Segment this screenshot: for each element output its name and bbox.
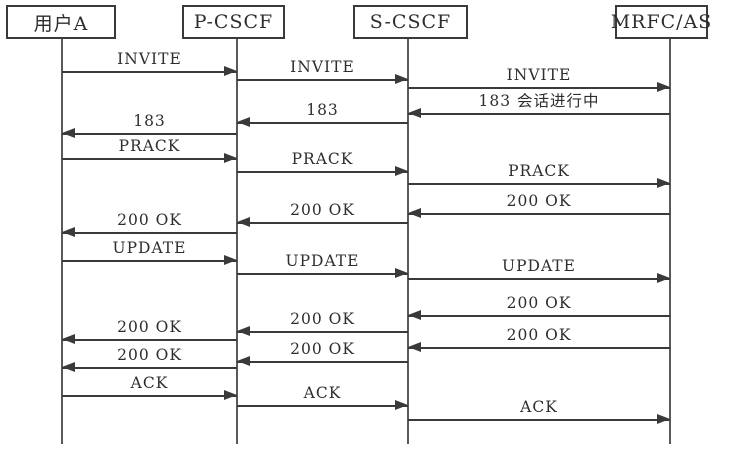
- arrowhead-right-icon: [395, 166, 408, 176]
- message-label: 200 OK: [506, 294, 572, 312]
- arrowhead-right-icon: [657, 82, 670, 92]
- message-line: [62, 260, 237, 262]
- arrowhead-left-icon: [62, 362, 75, 372]
- message-label: INVITE: [290, 58, 355, 76]
- message-label: 183 会话进行中: [478, 92, 600, 110]
- actor-box-mrfc: MRFC/AS: [611, 5, 711, 39]
- arrowhead-right-icon: [395, 268, 408, 278]
- message-label: PRACK: [118, 137, 181, 155]
- arrowhead-right-icon: [657, 178, 670, 188]
- message-label: 200 OK: [117, 318, 182, 336]
- message-line: [408, 315, 670, 317]
- message-label: INVITE: [506, 66, 572, 84]
- arrowhead-right-icon: [224, 153, 237, 163]
- arrowhead-left-icon: [408, 310, 421, 320]
- message-label: PRACK: [291, 150, 354, 168]
- message-label: UPDATE: [285, 252, 360, 270]
- message-line: [237, 79, 408, 81]
- message-label: 200 OK: [506, 326, 572, 344]
- arrowhead-left-icon: [237, 356, 250, 366]
- message-label: ACK: [130, 374, 169, 392]
- arrowhead-left-icon: [408, 342, 421, 352]
- arrowhead-right-icon: [657, 273, 670, 283]
- message-line: [408, 278, 670, 280]
- actor-label-mrfc: MRFC/AS: [610, 11, 713, 33]
- message-line: [237, 361, 408, 363]
- lifeline-mrfc: [669, 39, 671, 444]
- arrowhead-left-icon: [62, 128, 75, 138]
- arrowhead-right-icon: [395, 74, 408, 84]
- actor-box-userA: 用户A: [6, 5, 116, 39]
- message-label: 200 OK: [506, 192, 572, 210]
- message-label: ACK: [520, 398, 558, 416]
- arrowhead-right-icon: [395, 400, 408, 410]
- message-label: 183: [133, 112, 166, 130]
- message-line: [62, 339, 237, 341]
- actor-box-pcscf: P-CSCF: [182, 5, 285, 39]
- message-label: UPDATE: [112, 239, 187, 257]
- message-line: [62, 232, 237, 234]
- arrowhead-left-icon: [408, 208, 421, 218]
- message-label: PRACK: [508, 162, 570, 180]
- message-line: [408, 183, 670, 185]
- message-line: [237, 405, 408, 407]
- actor-label-userA: 用户A: [33, 12, 89, 35]
- message-line: [237, 122, 408, 124]
- arrowhead-left-icon: [237, 117, 250, 127]
- message-line: [408, 347, 670, 349]
- arrowhead-right-icon: [224, 390, 237, 400]
- arrowhead-right-icon: [657, 414, 670, 424]
- message-label: ACK: [303, 384, 342, 402]
- message-line: [408, 213, 670, 215]
- message-line: [62, 71, 237, 73]
- message-label: 200 OK: [290, 310, 355, 328]
- arrowhead-left-icon: [62, 334, 75, 344]
- lifeline-scscf: [407, 39, 409, 444]
- message-line: [237, 331, 408, 333]
- message-label: 183: [306, 101, 339, 119]
- message-line: [237, 273, 408, 275]
- lifeline-userA: [61, 39, 63, 444]
- message-label: 200 OK: [290, 201, 355, 219]
- lifeline-pcscf: [236, 39, 238, 444]
- message-label: 200 OK: [290, 340, 355, 358]
- message-line: [237, 222, 408, 224]
- message-label: INVITE: [117, 50, 182, 68]
- message-line: [408, 87, 670, 89]
- arrowhead-left-icon: [408, 108, 421, 118]
- arrowhead-right-icon: [224, 66, 237, 76]
- arrowhead-left-icon: [237, 326, 250, 336]
- actor-box-scscf: S-CSCF: [353, 5, 468, 39]
- message-line: [237, 171, 408, 173]
- actor-label-pcscf: P-CSCF: [193, 11, 274, 33]
- message-label: 200 OK: [117, 346, 182, 364]
- message-line: [408, 113, 670, 115]
- arrowhead-right-icon: [224, 255, 237, 265]
- actor-label-scscf: S-CSCF: [369, 11, 452, 33]
- message-line: [62, 158, 237, 160]
- message-label: UPDATE: [502, 257, 576, 275]
- message-label: 200 OK: [117, 211, 182, 229]
- message-line: [62, 133, 237, 135]
- message-line: [62, 367, 237, 369]
- arrowhead-left-icon: [237, 217, 250, 227]
- message-line: [408, 419, 670, 421]
- message-line: [62, 395, 237, 397]
- arrowhead-left-icon: [62, 227, 75, 237]
